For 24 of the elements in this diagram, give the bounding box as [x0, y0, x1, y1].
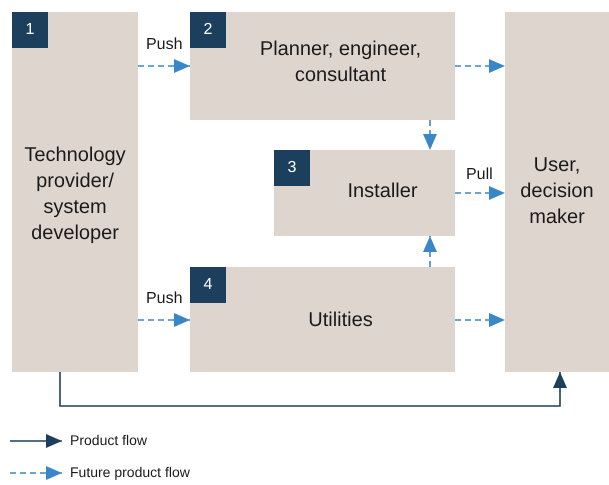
process-box: [190, 12, 455, 120]
step-number: 1: [12, 12, 48, 48]
process-box: [274, 150, 455, 236]
box-label: Planner, engineer, consultant: [258, 37, 422, 88]
process-box: [12, 12, 138, 372]
arrow: [423, 236, 437, 267]
box-label: Technology provider/ system developer: [23, 143, 127, 246]
step-number: 2: [190, 12, 226, 48]
step-number: 4: [190, 267, 226, 303]
arrow: [423, 120, 437, 150]
box-label: User, decision maker: [519, 153, 595, 230]
arrow: [138, 313, 190, 327]
process-box: [505, 12, 609, 372]
box-label: Installer: [346, 179, 419, 204]
box-label: Utilities: [307, 308, 374, 333]
arrow: [138, 59, 190, 73]
arrow: [455, 186, 505, 200]
arrow: [59, 372, 567, 407]
arrow: [455, 313, 505, 327]
process-box: [190, 267, 455, 372]
legend-label: Future product flow: [70, 465, 190, 479]
legend-label: Product flow: [70, 433, 148, 447]
step-number: 3: [274, 150, 310, 186]
arrow: [455, 59, 505, 73]
